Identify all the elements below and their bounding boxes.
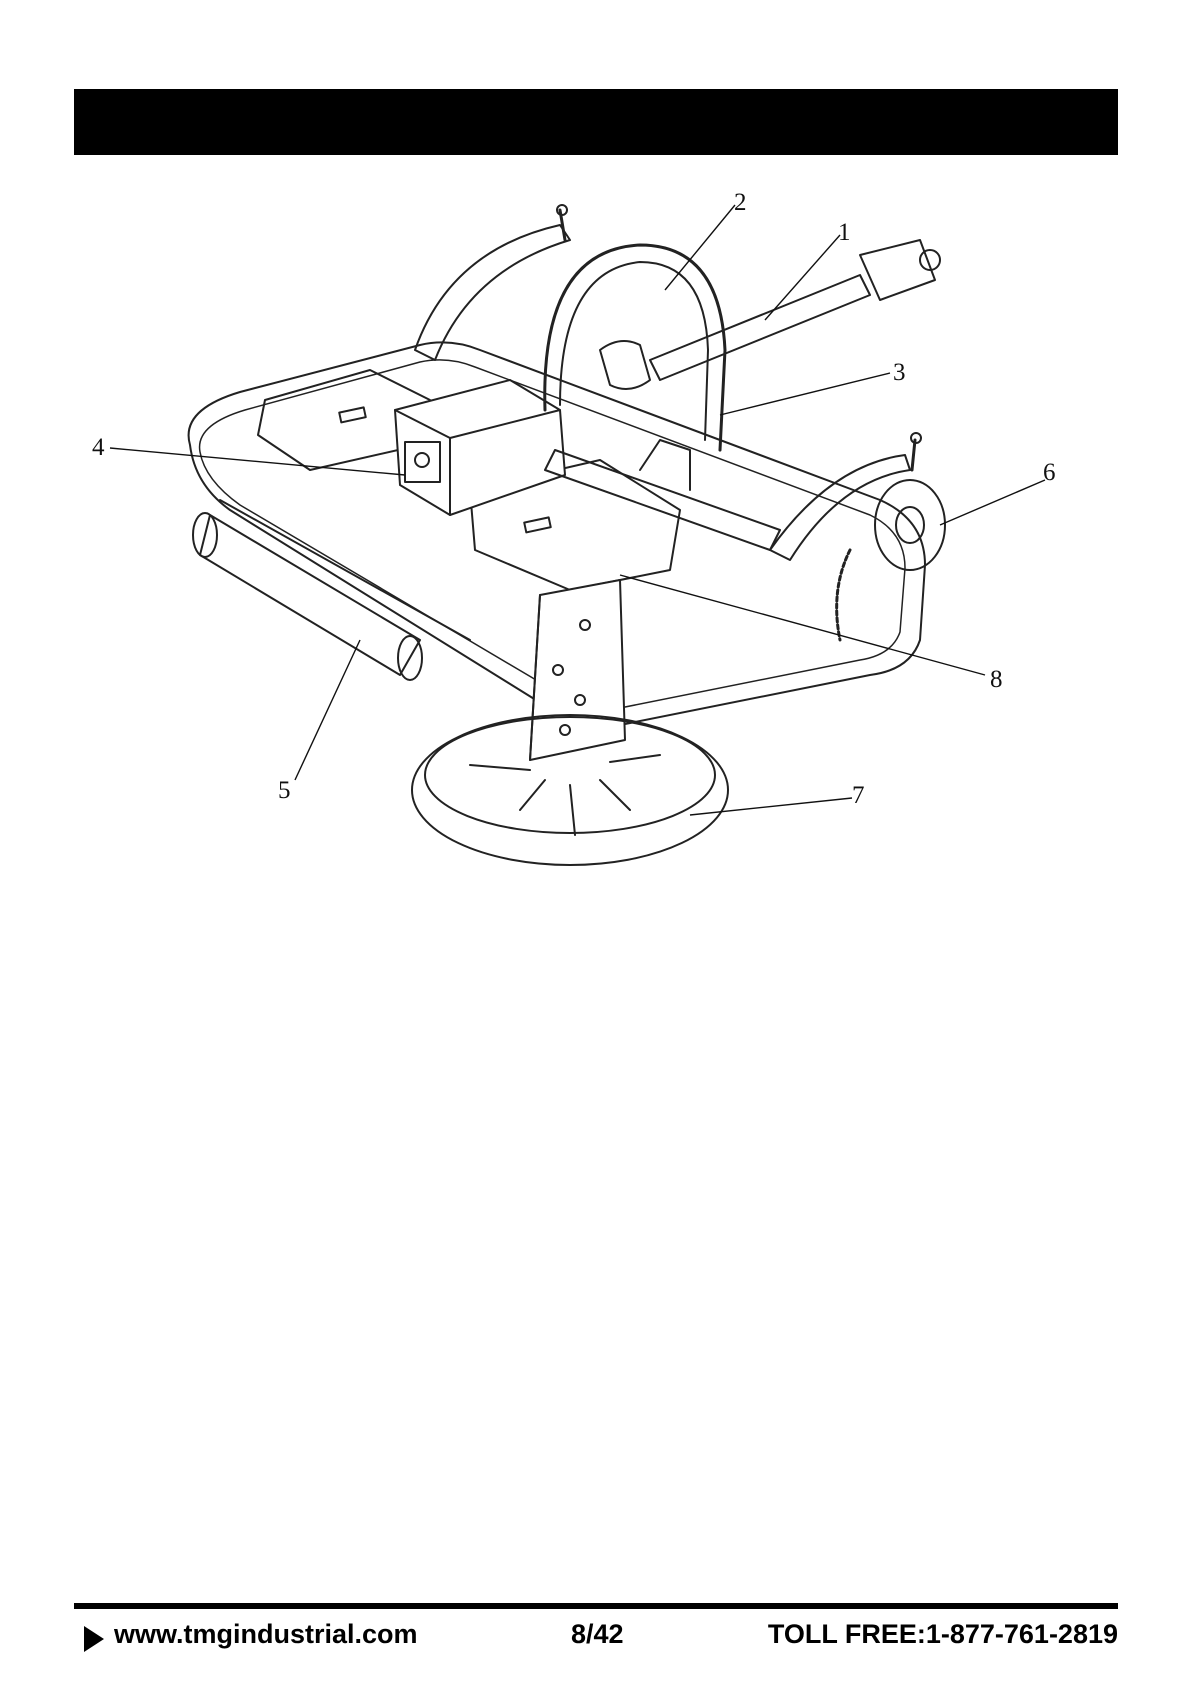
rear-roller	[200, 515, 420, 675]
right-guard	[770, 455, 910, 560]
callout-2: 2	[734, 189, 747, 216]
leader-1	[765, 235, 840, 320]
callout-4: 4	[92, 434, 105, 461]
plate-handle-1	[339, 407, 366, 422]
leader-5	[295, 640, 360, 780]
left-guard	[415, 225, 570, 360]
website-link[interactable]: www.tmgindustrial.com	[114, 1619, 418, 1650]
leader-6	[940, 480, 1045, 525]
callout-7: 7	[852, 782, 865, 809]
pto-shaft	[650, 275, 870, 380]
callout-5: 5	[278, 777, 291, 804]
hitch-arch	[545, 245, 725, 450]
leader-3	[720, 373, 890, 415]
toll-free-number: TOLL FREE:1-877-761-2819	[768, 1619, 1118, 1650]
leader-4	[110, 448, 405, 475]
mower-exploded-view: 1 2 3 4 5 6 7 8	[0, 170, 1193, 940]
callout-8: 8	[990, 666, 1003, 693]
gearbox-face	[405, 442, 440, 482]
leader-2	[665, 205, 735, 290]
drive-chain	[837, 550, 850, 640]
play-arrow-icon	[84, 1626, 104, 1652]
callout-3: 3	[893, 359, 906, 386]
mower-drawing: 1 2 3 4 5 6 7 8	[0, 170, 1193, 940]
footer: www.tmgindustrial.com 8/42 TOLL FREE:1-8…	[74, 1616, 1118, 1656]
page-number: 8/42	[571, 1619, 624, 1650]
trimmer-arm	[530, 580, 625, 760]
footer-rule	[74, 1603, 1118, 1609]
pto-yoke	[860, 240, 935, 300]
leader-8	[620, 575, 985, 675]
leader-7	[690, 798, 852, 815]
plate-handle-2	[524, 517, 551, 532]
callout-6: 6	[1043, 459, 1056, 486]
header-bar	[74, 89, 1118, 155]
callout-1: 1	[838, 219, 851, 246]
